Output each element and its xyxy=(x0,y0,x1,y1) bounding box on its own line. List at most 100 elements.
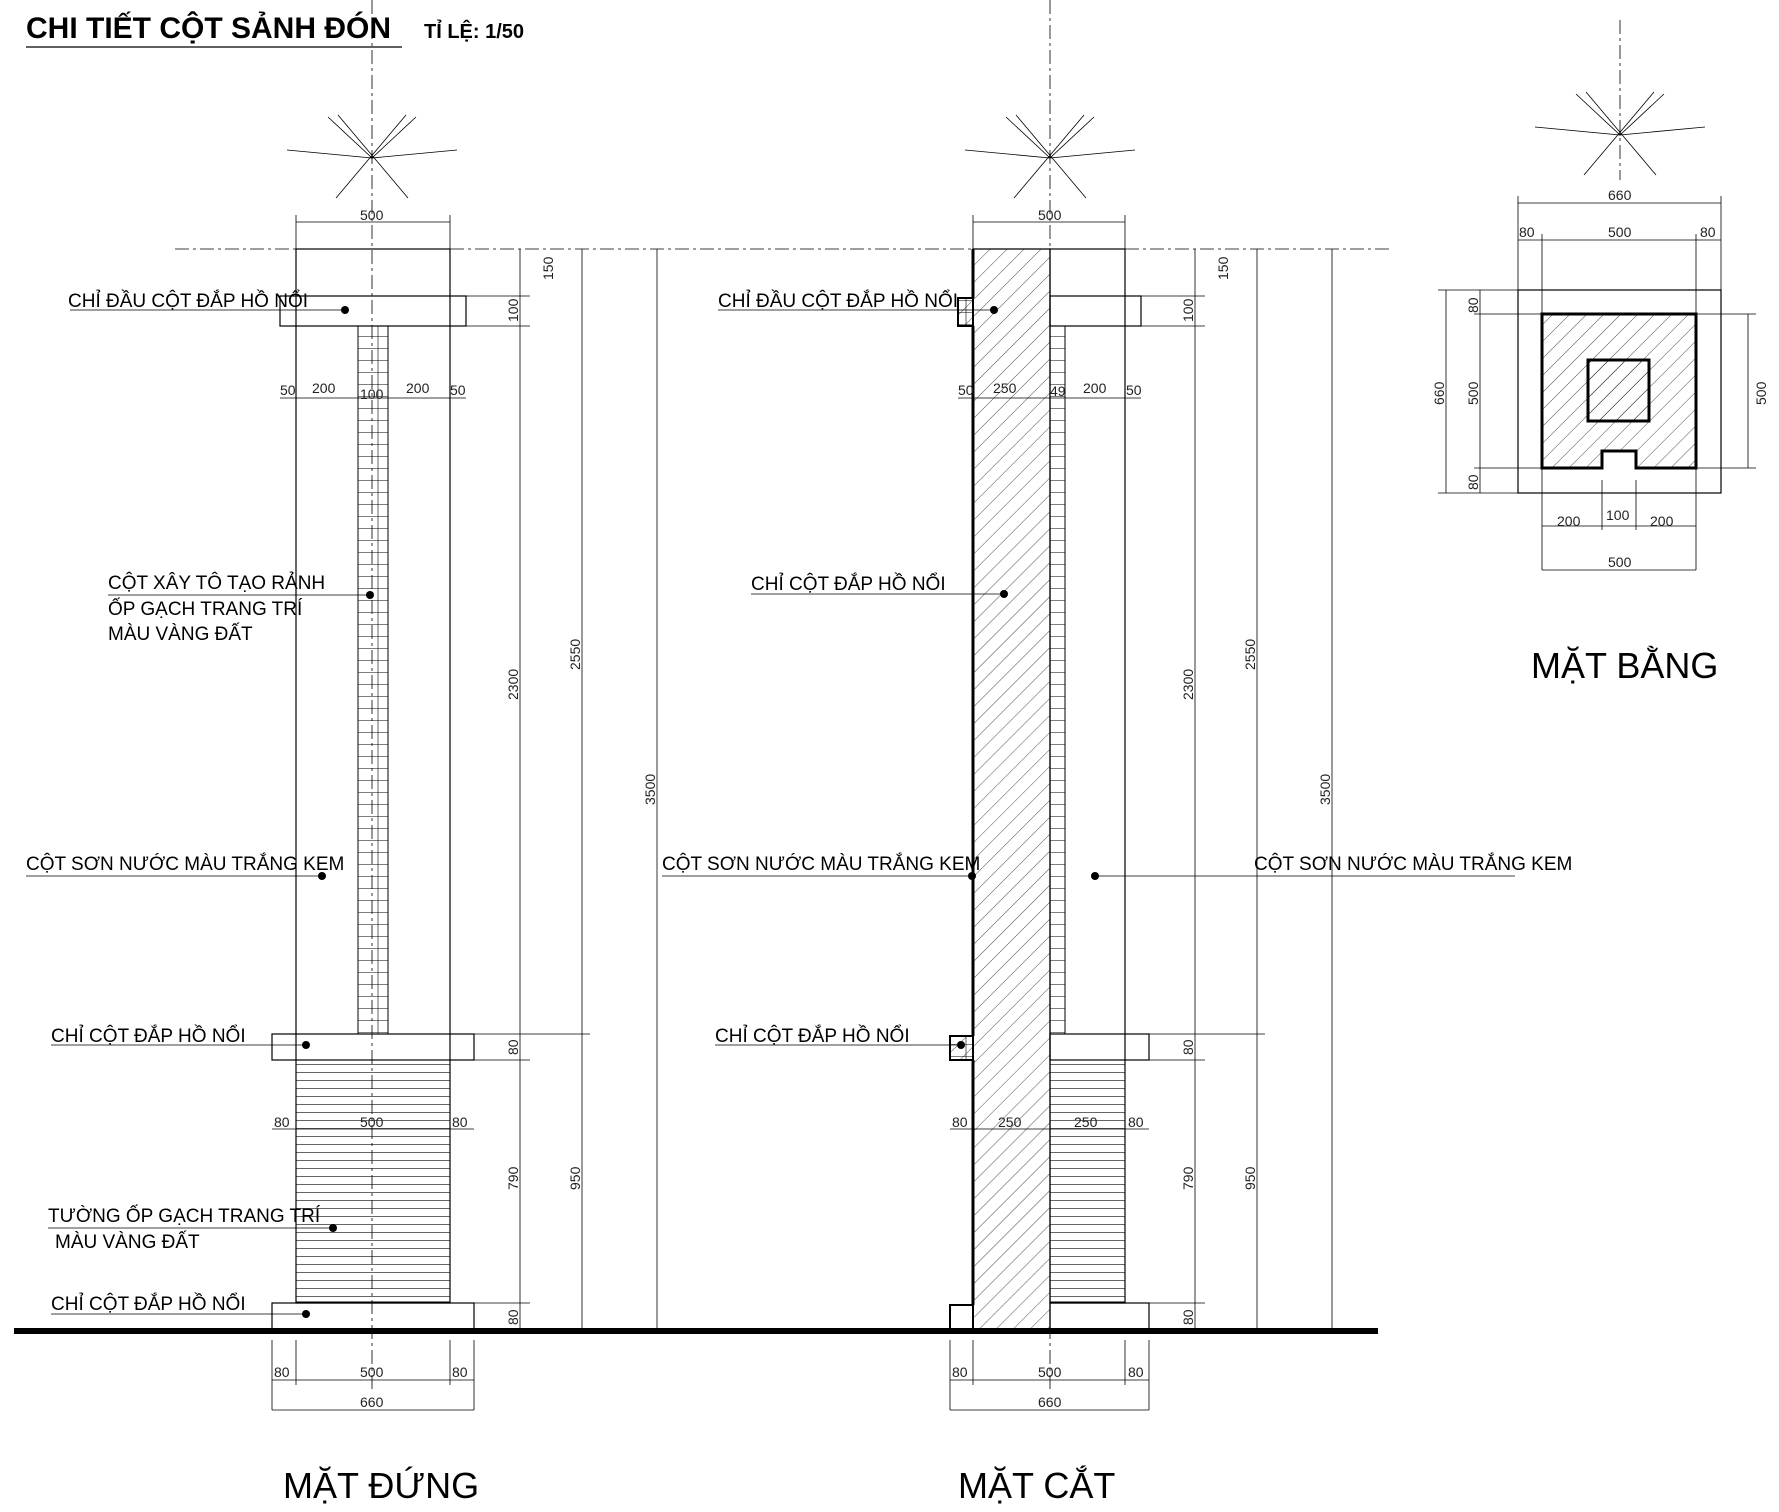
dim-text: 80 xyxy=(1128,1364,1144,1380)
label-section-mid-molding: CHỈ CỘT ĐẮP HỒ NỔI xyxy=(715,1025,910,1047)
dim-text: 80 xyxy=(505,1039,521,1055)
dim-text: 790 xyxy=(505,1166,521,1190)
dim-text: 80 xyxy=(452,1364,468,1380)
leader-dot xyxy=(990,306,998,314)
dim-text: 660 xyxy=(1431,381,1447,405)
dim-text: 3500 xyxy=(1317,774,1333,805)
plan-mark-left xyxy=(1534,93,1622,136)
dim-text: 80 xyxy=(274,1364,290,1380)
leader-dot xyxy=(968,872,976,880)
dim-text: 500 xyxy=(360,207,384,223)
dim-text: 950 xyxy=(567,1166,583,1190)
view-title-section: MẶT CẮT xyxy=(958,1464,1115,1506)
dim-text: 50 xyxy=(1126,382,1142,398)
dim-text: 790 xyxy=(1180,1166,1196,1190)
dim-text: 200 xyxy=(406,380,430,396)
elevation-mark-diag xyxy=(337,114,409,199)
dim-text: 80 xyxy=(1465,297,1481,313)
section-mark-diag xyxy=(1015,114,1087,199)
dim-text: 80 xyxy=(952,1364,968,1380)
dim-text: 200 xyxy=(1083,380,1107,396)
section-right-mid-molding xyxy=(1049,1033,1150,1061)
dim-text: 500 xyxy=(1608,554,1632,570)
dim-text: 80 xyxy=(1180,1309,1196,1325)
elevation-groove-strip xyxy=(357,325,389,1035)
dim-text: 500 xyxy=(1038,207,1062,223)
leader-dot xyxy=(341,306,349,314)
dim-text: 100 xyxy=(360,386,384,402)
dim-text: 3500 xyxy=(642,774,658,805)
section-cut-column xyxy=(949,248,1051,1330)
dim-text: 500 xyxy=(1038,1364,1062,1380)
dim-text: 250 xyxy=(993,380,1017,396)
section-base-molding xyxy=(949,1304,974,1330)
dim-text: 80 xyxy=(1180,1039,1196,1055)
dim-text: 2550 xyxy=(567,639,583,670)
dim-text: 660 xyxy=(1608,187,1632,203)
section-mark-diag2 xyxy=(1013,114,1085,199)
dim-text: 250 xyxy=(1074,1114,1098,1130)
elevation-tile-zone xyxy=(295,1059,451,1303)
dim-text: 49 xyxy=(1050,383,1066,399)
label-cap-molding: CHỈ ĐẦU CỘT ĐẮP HỒ NỔI xyxy=(68,290,308,312)
plan-outer-square xyxy=(1517,289,1722,494)
dim-text: 250 xyxy=(998,1114,1022,1130)
leader-dot xyxy=(302,1041,310,1049)
dim-text: 50 xyxy=(280,382,296,398)
leader-dot xyxy=(1000,590,1008,598)
dim-text: 150 xyxy=(540,256,556,280)
label-mid-molding: CHỈ CỘT ĐẮP HỒ NỔI xyxy=(51,1025,246,1047)
dim-text: 80 xyxy=(505,1309,521,1325)
dim-text: 200 xyxy=(1650,513,1674,529)
label-paint: CỘT SƠN NƯỚC MÀU TRẮNG KEM xyxy=(26,853,344,875)
dim-text: 660 xyxy=(1038,1394,1062,1410)
elevation-mark-diag2 xyxy=(335,114,407,199)
section-right-base xyxy=(1049,1302,1150,1330)
dim-text: 2300 xyxy=(1180,669,1196,700)
section-cap-molding xyxy=(957,297,974,327)
dim-text: 100 xyxy=(1180,298,1196,322)
dim-text: 50 xyxy=(450,382,466,398)
section-view: 500 50 250 49 200 50 80 250 250 80 80 50… xyxy=(662,0,1572,1506)
view-title-plan: MẶT BẰNG xyxy=(1531,645,1718,686)
leader-dot xyxy=(1091,872,1099,880)
label-tile-2: MÀU VÀNG ĐẤT xyxy=(55,1231,200,1253)
dim-text: 50 xyxy=(958,382,974,398)
dim-text: 80 xyxy=(1465,474,1481,490)
dim-text: 500 xyxy=(1465,381,1481,405)
dim-text: 500 xyxy=(1608,224,1632,240)
elevation-mark-left xyxy=(286,116,374,159)
elevation-view: 500 50 200 100 200 50 80 500 80 80 500 8… xyxy=(26,0,658,1506)
section-mark-left xyxy=(964,116,1052,159)
dim-text: 80 xyxy=(952,1114,968,1130)
dim-text: 80 xyxy=(452,1114,468,1130)
elevation-mark-right xyxy=(370,116,458,159)
view-title-elevation: MẶT ĐỨNG xyxy=(283,1465,479,1506)
dim-text: 80 xyxy=(1700,224,1716,240)
label-groove-3: MÀU VÀNG ĐẤT xyxy=(108,623,253,645)
elevation-base-molding xyxy=(271,1302,475,1330)
dim-text: 200 xyxy=(312,380,336,396)
plan-core xyxy=(1586,358,1651,423)
label-groove-2: ỐP GẠCH TRANG TRÍ xyxy=(108,598,303,620)
label-section-column-molding: CHỈ CỘT ĐẮP HỒ NỔI xyxy=(751,573,946,595)
label-groove-1: CỘT XÂY TÔ TẠO RẢNH xyxy=(108,572,325,594)
label-section-paint-left: CỘT SƠN NƯỚC MÀU TRẮNG KEM xyxy=(662,853,980,875)
dim-text: 150 xyxy=(1215,256,1231,280)
leader-dot xyxy=(318,872,326,880)
plan-mark-diag xyxy=(1585,91,1657,176)
dim-text: 2550 xyxy=(1242,639,1258,670)
dim-text: 80 xyxy=(1519,224,1535,240)
plan-mark-diag2 xyxy=(1583,91,1655,176)
section-right-cap xyxy=(1049,295,1142,327)
dim-text: 500 xyxy=(1753,381,1769,405)
label-section-paint-right: CỘT SƠN NƯỚC MÀU TRẮNG KEM xyxy=(1254,853,1572,875)
drawing-scale: TỈ LỆ: 1/50 xyxy=(424,19,524,43)
dim-text: 2300 xyxy=(505,669,521,700)
section-mark-right xyxy=(1048,116,1136,159)
dim-text: 100 xyxy=(1606,507,1630,523)
dim-text: 100 xyxy=(505,298,521,322)
section-right-groove xyxy=(1049,325,1066,1035)
leader-dot xyxy=(366,591,374,599)
